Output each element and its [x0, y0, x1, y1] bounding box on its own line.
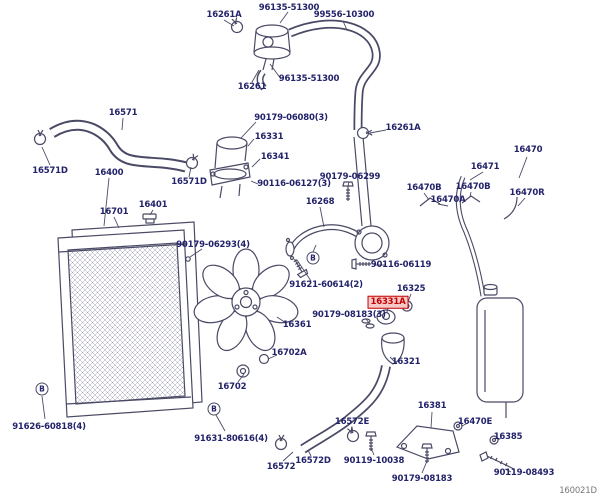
reservoir-art [419, 176, 524, 445]
fan-art [193, 248, 299, 352]
part-label-16571d-1[interactable]: 16571D [32, 165, 68, 176]
part-label-16341[interactable]: 16341 [260, 151, 290, 162]
part-label-16572e[interactable]: 16572E [334, 416, 370, 427]
part-label-16331[interactable]: 16331 [254, 131, 284, 142]
part-label-90179-08183[interactable]: 90179-08183 [391, 473, 453, 484]
part-label-16381[interactable]: 16381 [417, 400, 447, 411]
center-pipe-art [353, 136, 372, 227]
bracket-art [395, 425, 460, 460]
part-label-16261a-1[interactable]: 16261A [206, 9, 242, 20]
part-label-16572d[interactable]: 16572D [295, 455, 331, 466]
part-label-16571[interactable]: 16571 [108, 107, 138, 118]
part-label-16571d-2[interactable]: 16571D [171, 176, 207, 187]
part-label-16702[interactable]: 16702 [217, 381, 247, 392]
part-label-16325[interactable]: 16325 [396, 283, 426, 294]
part-label-16470a[interactable]: 16470A [430, 194, 466, 205]
ref-marker-b-1: B [306, 251, 320, 265]
water-outlet-art [253, 24, 291, 91]
part-label-16470r[interactable]: 16470R [509, 187, 545, 198]
part-label-16702a[interactable]: 16702A [271, 347, 307, 358]
inlet-housing-art [354, 225, 413, 365]
part-label-91626-60818[interactable]: 91626-60818(4) [12, 421, 86, 432]
part-label-16470b-1[interactable]: 16470B [406, 182, 442, 193]
part-label-96135-51300-2[interactable]: 96135-51300 [278, 73, 340, 84]
part-label-16321[interactable]: 16321 [391, 356, 421, 367]
radiator-art [57, 213, 194, 418]
part-label-90179-06080[interactable]: 90179-06080(3) [254, 112, 328, 123]
part-label-90179-06299[interactable]: 90179-06299 [319, 171, 381, 182]
part-label-90116-06127[interactable]: 90116-06127(3) [257, 178, 331, 189]
part-label-16572[interactable]: 16572 [266, 461, 296, 472]
part-label-91621-60614[interactable]: 91621-60614(2) [289, 279, 363, 290]
part-label-16268[interactable]: 16268 [305, 196, 335, 207]
part-label-90116-06119[interactable]: 90116-06119 [370, 259, 432, 270]
part-label-16401[interactable]: 16401 [138, 199, 168, 210]
part-label-16361[interactable]: 16361 [282, 319, 312, 330]
part-label-90179-08183-3[interactable]: 90179-08183(3) [312, 309, 386, 320]
bolt-icons [185, 181, 433, 464]
part-label-16471[interactable]: 16471 [470, 161, 500, 172]
part-label-90119-08493[interactable]: 90119-08493 [493, 467, 555, 478]
part-label-16701[interactable]: 16701 [99, 206, 129, 217]
part-label-16470[interactable]: 16470 [513, 144, 543, 155]
part-label-16261a-2[interactable]: 16261A [385, 122, 421, 133]
fan-spacer-art [236, 353, 270, 378]
part-label-99556-10300[interactable]: 99556-10300 [313, 9, 375, 20]
screw-art [479, 451, 515, 470]
part-label-16470b-2[interactable]: 16470B [455, 181, 491, 192]
part-label-16261[interactable]: 16261 [237, 81, 267, 92]
formed-hose-art [288, 19, 381, 131]
lower-hose-art [300, 364, 391, 454]
part-label-16385[interactable]: 16385 [493, 431, 523, 442]
part-label-96135-51300-1[interactable]: 96135-51300 [258, 2, 320, 13]
part-label-16331a-highlighted[interactable]: 16331A [367, 295, 409, 309]
part-label-91631-80616[interactable]: 91631-80616(4) [194, 433, 268, 444]
ref-marker-b-2: B [35, 382, 49, 396]
thermostat-housing-art [209, 136, 251, 199]
drawing-number: 160021D [559, 486, 597, 496]
part-label-90179-06293[interactable]: 90179-06293(4) [176, 239, 250, 250]
upper-hose-art [49, 119, 188, 173]
part-label-16470e[interactable]: 16470E [457, 416, 493, 427]
leader-lines [41, 11, 528, 474]
part-label-16400[interactable]: 16400 [94, 167, 124, 178]
ref-marker-b-3: B [207, 402, 221, 416]
part-label-90119-10038[interactable]: 90119-10038 [343, 455, 405, 466]
